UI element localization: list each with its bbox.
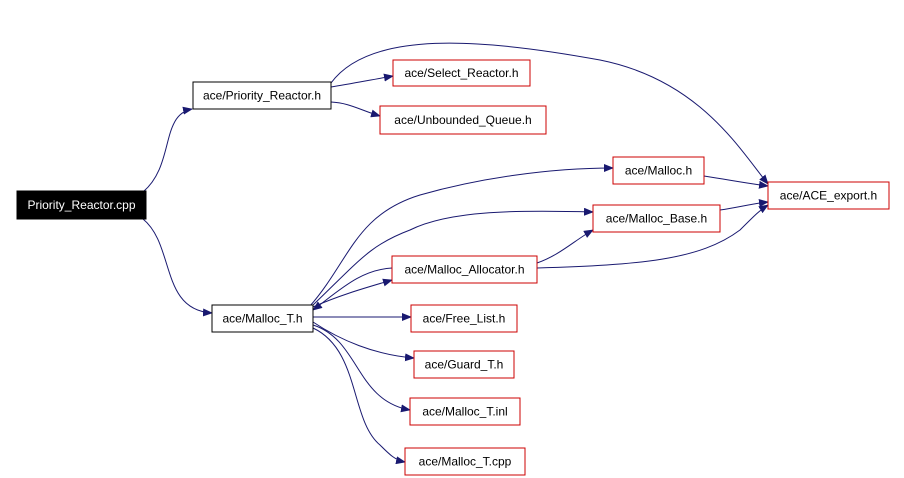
edge-malloc-t-h-to-malloc-t-cpp (312, 327, 406, 465)
node-label: ace/Malloc_Allocator.h (404, 263, 524, 277)
edge-priority-reactor-h-to-select-reactor-h (330, 73, 394, 88)
node-select-reactor-h[interactable]: ace/Select_Reactor.h (392, 59, 531, 87)
node-box (392, 59, 531, 87)
node-label: ace/ACE_export.h (780, 189, 877, 203)
edge-malloc-h-to-ace-export-h (703, 175, 769, 189)
node-box (404, 447, 526, 476)
node-malloc-t-inl[interactable]: ace/Malloc_T.inl (409, 397, 521, 426)
node-label: ace/Malloc.h (625, 164, 692, 178)
node-malloc-t-cpp[interactable]: ace/Malloc_T.cpp (404, 447, 526, 476)
node-label: ace/Malloc_Base.h (606, 212, 707, 226)
node-label: ace/Priority_Reactor.h (203, 89, 321, 103)
node-box (409, 397, 521, 426)
node-priority-reactor-cpp[interactable]: Priority_Reactor.cpp (16, 190, 147, 220)
edge-malloc-allocator-h-to-ace-export-h (536, 204, 769, 269)
edge-priority-reactor-h-to-unbounded-queue-h (330, 101, 381, 118)
node-box (379, 105, 547, 135)
node-label: Priority_Reactor.cpp (27, 198, 135, 212)
edge-malloc-allocator-h-to-malloc-base-h (536, 229, 594, 264)
node-box (192, 81, 332, 110)
nodes-layer: Priority_Reactor.cpp ace/Priority_Reactor… (16, 59, 890, 476)
node-box (612, 156, 705, 185)
edge-malloc-t-h-to-malloc-h (309, 164, 614, 307)
node-box (413, 350, 515, 379)
node-box (211, 304, 314, 333)
node-label: ace/Guard_T.h (425, 358, 504, 372)
node-priority-reactor-h[interactable]: ace/Priority_Reactor.h (192, 81, 332, 110)
edge-priority-reactor-cpp-to-priority-reactor-h (142, 106, 193, 193)
edge-malloc-base-h-to-ace-export-h (719, 199, 769, 211)
node-unbounded-queue-h[interactable]: ace/Unbounded_Queue.h (379, 105, 547, 135)
node-box (16, 190, 147, 220)
node-label: ace/Malloc_T.inl (422, 405, 507, 419)
node-malloc-h[interactable]: ace/Malloc.h (612, 156, 705, 185)
node-label: ace/Select_Reactor.h (404, 66, 518, 80)
node-label: ace/Free_List.h (423, 312, 506, 326)
edge-malloc-t-h-to-malloc-base-h (311, 207, 594, 307)
node-guard-t-h[interactable]: ace/Guard_T.h (413, 350, 515, 379)
edge-priority-reactor-h-to-ace-export-h (330, 42, 769, 185)
node-malloc-allocator-h[interactable]: ace/Malloc_Allocator.h (391, 255, 538, 284)
edge-priority-reactor-cpp-to-malloc-t-h (142, 218, 213, 317)
node-label: ace/Malloc_T.cpp (419, 455, 512, 469)
node-malloc-t-h[interactable]: ace/Malloc_T.h (211, 304, 314, 333)
node-malloc-base-h[interactable]: ace/Malloc_Base.h (592, 204, 721, 233)
node-label: ace/Malloc_T.h (222, 312, 302, 326)
edge-malloc-t-h-to-malloc-t-inl (312, 324, 411, 413)
node-box (410, 304, 518, 333)
node-box (767, 181, 890, 210)
node-box (391, 255, 538, 284)
node-free-list-h[interactable]: ace/Free_List.h (410, 304, 518, 333)
edges-layer (142, 42, 769, 465)
node-ace-export-h[interactable]: ace/ACE_export.h (767, 181, 890, 210)
edge-malloc-t-h-to-guard-t-h (312, 321, 415, 362)
edge-malloc-allocator-h-to-malloc-t-h (312, 267, 393, 311)
node-label: ace/Unbounded_Queue.h (394, 113, 531, 127)
node-box (592, 204, 721, 233)
